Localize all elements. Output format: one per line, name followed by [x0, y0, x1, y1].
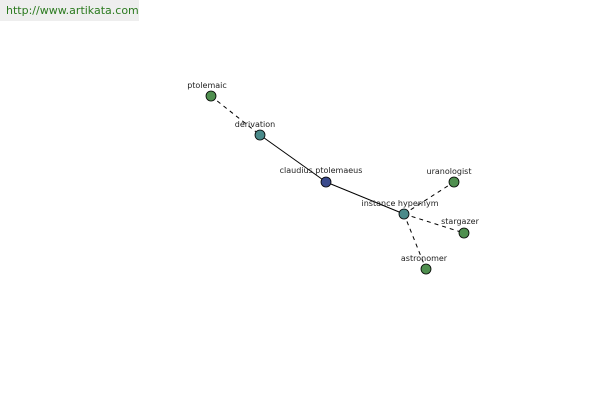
node-label-uranologist[interactable]: uranologist [427, 167, 472, 176]
node-instance[interactable] [398, 208, 410, 220]
node-uranologist[interactable] [448, 176, 460, 188]
edge-claudius-instance [325, 181, 405, 215]
node-astronomer[interactable] [420, 263, 432, 275]
edge-instance-uranologist [403, 181, 455, 215]
edge-instance-stargazer [403, 213, 465, 234]
node-label-stargazer[interactable]: stargazer [441, 217, 479, 226]
node-claudius[interactable] [320, 176, 332, 188]
node-label-astronomer[interactable]: astronomer [401, 254, 448, 263]
node-label-derivation[interactable]: derivation [235, 120, 275, 129]
node-derivation[interactable] [254, 129, 266, 141]
edge-instance-astronomer [403, 213, 427, 270]
node-label-instance[interactable]: instance hypernym [362, 199, 439, 208]
edge-derivation-claudius [259, 134, 327, 183]
edge-ptolemaic-derivation [210, 95, 261, 136]
labels-layer: ptolemaic derivation claudius ptolemaeus in… [187, 81, 479, 263]
nodes-layer [205, 90, 470, 275]
node-label-claudius[interactable]: claudius ptolemaeus [280, 166, 363, 175]
source-url-link[interactable]: http://www.artikata.com [0, 0, 139, 21]
edges-layer [210, 95, 465, 270]
node-label-ptolemaic[interactable]: ptolemaic [187, 81, 227, 90]
node-ptolemaic[interactable] [205, 90, 217, 102]
node-stargazer[interactable] [458, 227, 470, 239]
